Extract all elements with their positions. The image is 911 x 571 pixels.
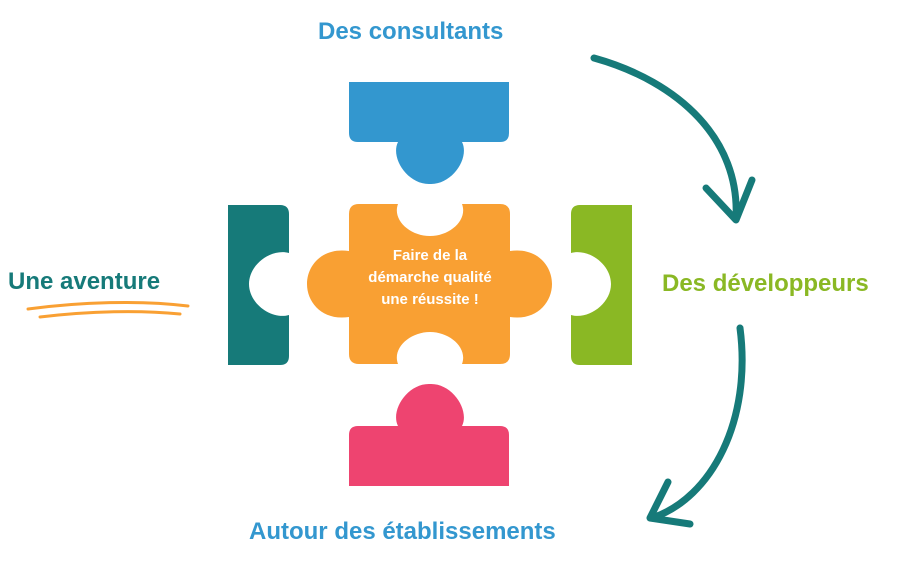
- center-puzzle-piece: [307, 204, 552, 364]
- center-line-1: Faire de la: [392, 247, 468, 264]
- arrow-top-right: [590, 54, 740, 222]
- bottom-puzzle-piece: [349, 383, 509, 486]
- right-puzzle-piece: [571, 205, 632, 365]
- label-right: Des développeurs: [662, 270, 869, 297]
- arrow-bottom-right: [648, 324, 746, 522]
- top-puzzle-piece: [349, 82, 509, 185]
- center-text: Faire de la démarche qualité une réussit…: [330, 245, 530, 311]
- label-left: Une aventure: [8, 268, 161, 295]
- left-puzzle-piece: [228, 205, 289, 365]
- arrow-bottom-right-head: [646, 478, 694, 528]
- center-line-3: une réussite !: [381, 291, 479, 308]
- center-line-2: démarche qualité: [368, 269, 492, 286]
- arrow-top-right-head: [702, 176, 756, 224]
- label-top: Des consultants: [318, 18, 504, 45]
- label-bottom: Autour des établissements: [249, 518, 556, 545]
- underline-scribble: [26, 300, 190, 319]
